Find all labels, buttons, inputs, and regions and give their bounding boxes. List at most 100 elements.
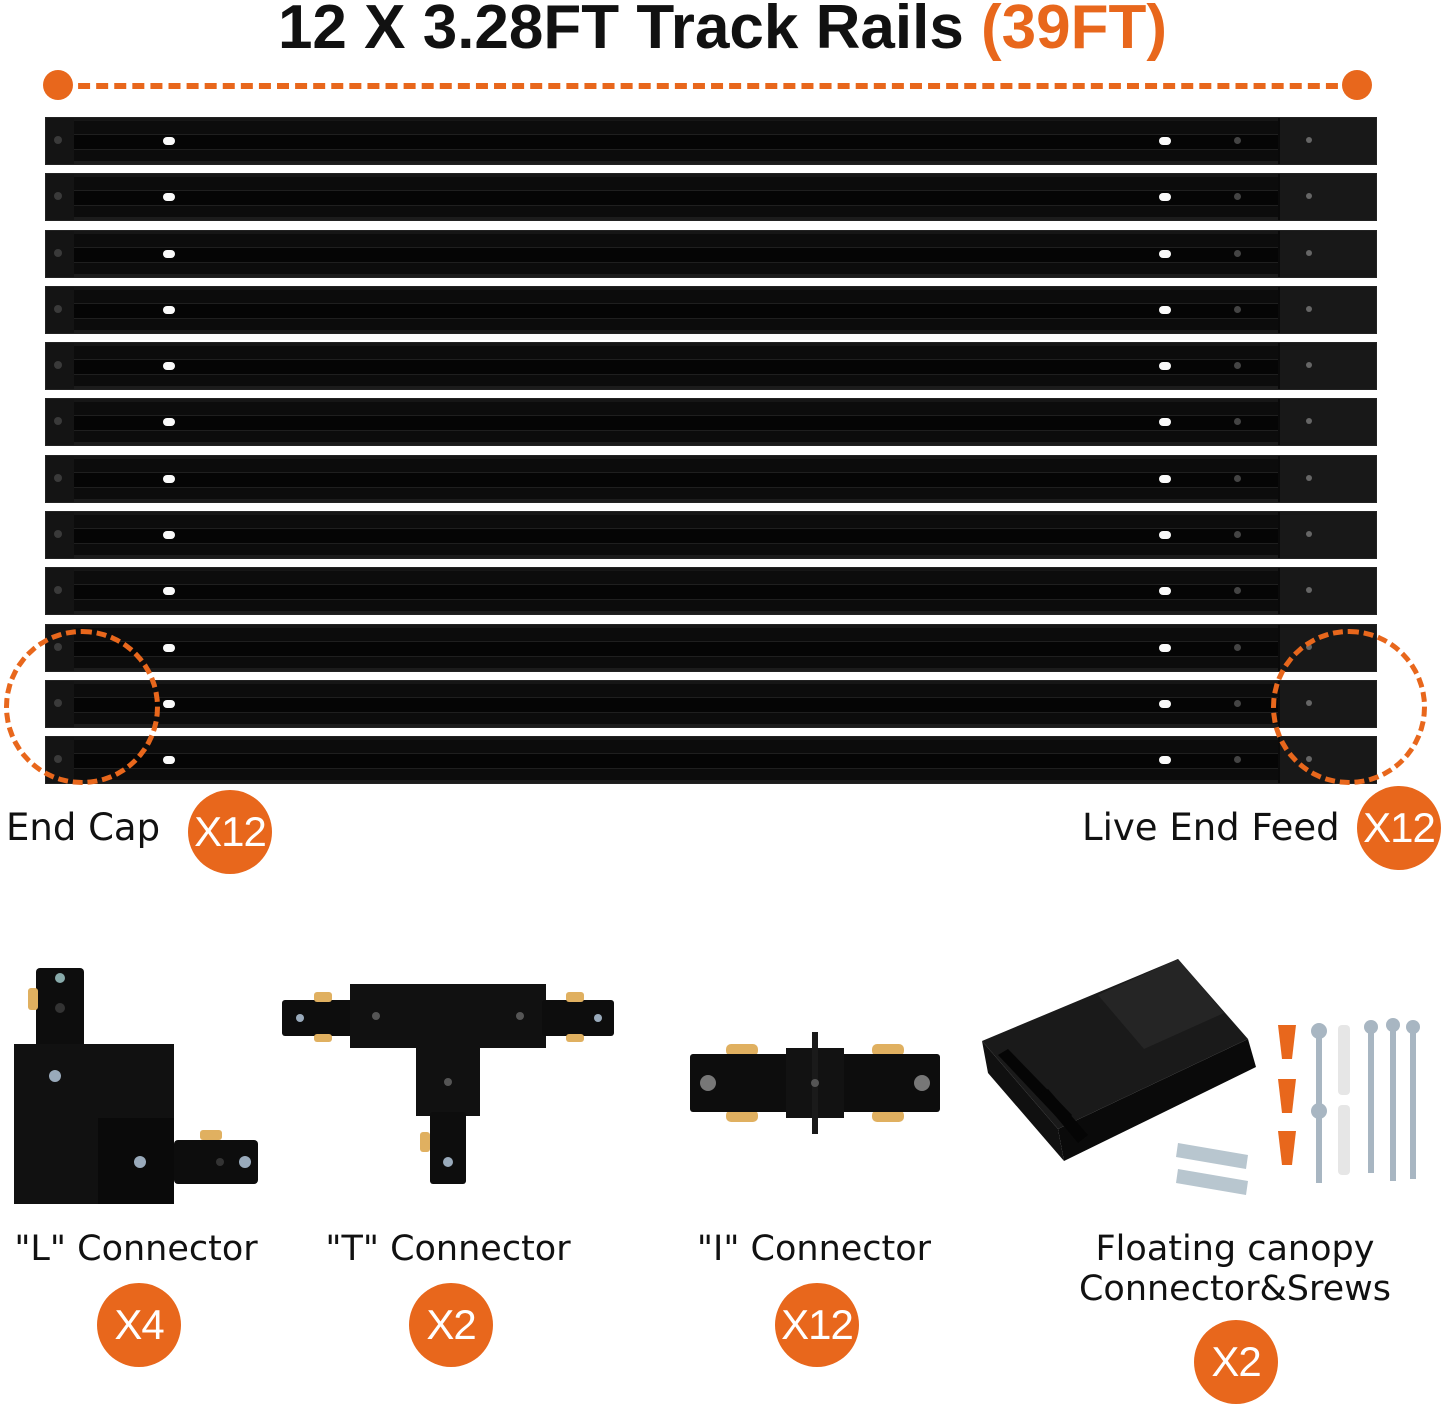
mounting-slot <box>163 474 175 483</box>
feed-hole <box>1306 418 1312 425</box>
canopy-connector-qty-badge: X2 <box>1194 1320 1278 1404</box>
rail-groove <box>74 471 1280 488</box>
l-connector-qty-badge: X4 <box>97 1283 181 1367</box>
feed-screw <box>1234 305 1241 313</box>
mounting-slot <box>1159 474 1171 483</box>
end-cap-screw <box>54 136 62 144</box>
end-cap-qty-badge: X12 <box>188 790 272 874</box>
end-cap-highlight-circle <box>4 629 160 785</box>
feed-hole <box>1306 587 1312 594</box>
live-end-feed <box>1278 455 1376 502</box>
mounting-slot <box>1159 756 1171 765</box>
rail-groove <box>74 584 1280 601</box>
feed-screw <box>1234 362 1241 370</box>
end-cap-label: End Cap <box>6 806 161 849</box>
rail-groove <box>74 302 1280 319</box>
mounting-slot <box>1159 531 1171 540</box>
track-rail <box>45 454 1377 503</box>
mounting-slot <box>1159 193 1171 202</box>
rail-groove <box>74 246 1280 263</box>
track-rail <box>45 117 1377 165</box>
rail-groove <box>74 696 1280 713</box>
page-title: 12 X 3.28FT Track Rails (39FT) <box>0 0 1445 63</box>
mounting-slot <box>1159 699 1171 708</box>
feed-hole <box>1306 193 1312 200</box>
track-rail <box>45 229 1377 278</box>
l-connector-label: "L" Connector <box>14 1229 258 1269</box>
rail-groove <box>74 753 1280 770</box>
mounting-slot <box>163 137 175 145</box>
canopy-connector-label: Floating canopy Connector&Srews <box>1055 1229 1415 1309</box>
mounting-slot <box>163 418 175 427</box>
live-end-feed <box>1278 343 1376 390</box>
feed-screw <box>1234 193 1241 201</box>
feed-screw <box>1234 531 1241 539</box>
track-rail <box>45 567 1377 616</box>
t-connector-icon <box>282 984 614 1184</box>
end-cap-screw <box>54 248 62 257</box>
live-end-feed-qty-badge: X12 <box>1357 786 1441 870</box>
canopy-connector-label-line1: Floating canopy <box>1095 1229 1375 1269</box>
mounting-slot <box>163 756 175 765</box>
feed-screw <box>1234 643 1241 651</box>
track-rail <box>45 285 1377 334</box>
feed-hole <box>1306 249 1312 256</box>
live-end-feed <box>1278 118 1376 164</box>
end-cap-screw <box>54 530 62 539</box>
feed-hole <box>1306 137 1312 143</box>
mounting-slot <box>163 249 175 258</box>
feed-screw <box>1234 137 1241 144</box>
live-end-feed <box>1278 512 1376 559</box>
mounting-slot <box>1159 249 1171 258</box>
i-connector-icon <box>690 1032 940 1134</box>
title-main: 12 X 3.28FT Track Rails <box>277 0 982 62</box>
end-cap-screw <box>54 304 62 313</box>
t-connector-qty-badge: X2 <box>409 1283 493 1367</box>
end-cap-screw <box>54 586 62 595</box>
track-rail <box>45 342 1377 391</box>
mounting-slot <box>163 643 175 652</box>
rail-groove <box>74 415 1280 432</box>
feed-hole <box>1306 305 1312 312</box>
mounting-slot <box>163 362 175 371</box>
track-rail <box>45 511 1377 560</box>
rail-groove <box>74 528 1280 545</box>
mounting-slot <box>163 193 175 202</box>
mounting-slot <box>163 587 175 596</box>
track-rail <box>45 623 1377 672</box>
feed-screw <box>1234 699 1241 707</box>
live-end-feed <box>1278 174 1376 221</box>
canopy-connector-label-line2: Connector&Srews <box>1078 1269 1392 1309</box>
feed-hole <box>1306 362 1312 369</box>
live-end-feed <box>1278 286 1376 333</box>
end-cap-screw <box>54 417 62 426</box>
feed-hole <box>1306 531 1312 538</box>
track-rails-stack <box>45 117 1377 793</box>
rail-groove <box>74 134 1280 150</box>
live-end-feed <box>1278 399 1376 446</box>
live-end-feed <box>1278 568 1376 615</box>
track-rail <box>45 736 1377 785</box>
track-rail <box>45 398 1377 447</box>
l-connector-icon <box>14 968 258 1204</box>
feed-hole <box>1306 474 1312 481</box>
rail-groove <box>74 190 1280 207</box>
end-cap-screw <box>54 361 62 370</box>
mounting-slot <box>163 305 175 314</box>
rail-groove <box>74 640 1280 657</box>
dimension-line <box>60 83 1356 89</box>
mounting-slot <box>163 531 175 540</box>
dimension-start-dot <box>43 70 73 100</box>
canopy-connector-icon <box>982 959 1420 1195</box>
feed-screw <box>1234 418 1241 426</box>
end-cap-screw <box>54 192 62 201</box>
live-end-feed-label: Live End Feed <box>1082 806 1340 849</box>
mounting-slot <box>1159 418 1171 427</box>
track-rail <box>45 173 1377 222</box>
end-cap-screw <box>54 473 62 482</box>
feed-screw <box>1234 756 1241 764</box>
mounting-slot <box>1159 362 1171 371</box>
live-end-feed <box>1278 230 1376 277</box>
feed-screw <box>1234 587 1241 595</box>
live-end-feed-highlight-circle <box>1271 629 1427 785</box>
